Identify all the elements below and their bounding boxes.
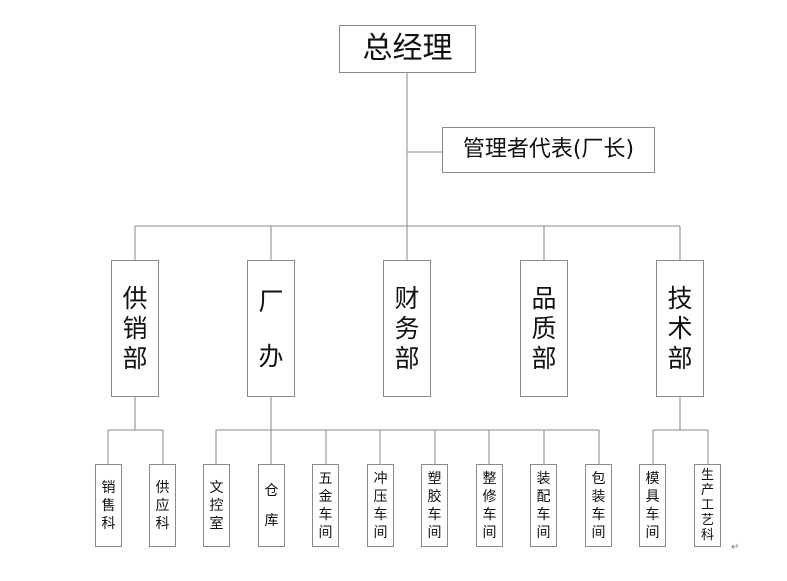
node-section-supply-office-label-char: 科 — [155, 515, 170, 532]
node-section-stamping-workshop-label-char: 车 — [373, 506, 388, 523]
node-dept-plant-office: 厂办 — [247, 260, 295, 397]
node-section-finishing-workshop-label-char: 整 — [482, 470, 497, 487]
node-section-mold-workshop: 模具车间 — [639, 464, 666, 547]
node-section-warehouse-label-char: 仓 — [264, 482, 279, 499]
node-dept-sales-label-char: 部 — [122, 344, 148, 373]
node-section-finishing-workshop-label-char: 间 — [482, 524, 497, 541]
node-section-warehouse: 仓库 — [258, 464, 285, 547]
node-section-process-office: 生产工艺科 — [694, 464, 721, 547]
node-section-supply-office: 供应科 — [149, 464, 176, 547]
node-section-assembly-workshop-label-char: 间 — [536, 524, 551, 541]
node-section-hardware-workshop: 五金车间 — [312, 464, 339, 547]
node-section-hardware-workshop-label-char: 间 — [318, 524, 333, 541]
node-section-supply-office-label-char: 应 — [155, 497, 170, 514]
node-section-finishing-workshop-label-char: 车 — [482, 506, 497, 523]
node-section-packaging-workshop: 包装车间 — [585, 464, 612, 547]
node-section-assembly-workshop-label-char: 配 — [536, 488, 551, 505]
node-section-sales-office: 销售科 — [95, 464, 122, 547]
node-section-hardware-workshop-label-char: 五 — [318, 470, 333, 487]
node-section-sales-office-label-char: 销 — [101, 479, 116, 496]
node-section-finishing-workshop-label-char: 修 — [482, 488, 497, 505]
node-section-mold-workshop-label-char: 具 — [645, 488, 660, 505]
node-section-document-control-label-char: 文 — [209, 479, 224, 496]
node-dept-quality: 品质部 — [520, 260, 568, 397]
node-section-assembly-workshop: 装配车间 — [530, 464, 557, 547]
node-dept-tech: 技术部 — [656, 260, 704, 397]
node-general-manager-label: 总经理 — [362, 31, 453, 66]
node-dept-quality-label-char: 部 — [531, 344, 557, 373]
node-section-process-office-label-char: 工 — [700, 498, 714, 513]
node-dept-tech-label-char: 部 — [667, 344, 693, 373]
node-dept-finance-label-char: 财 — [394, 284, 420, 313]
node-section-packaging-workshop-label-char: 间 — [591, 524, 606, 541]
node-section-process-office-label-char: 科 — [700, 528, 714, 543]
node-section-stamping-workshop: 冲压车间 — [367, 464, 394, 547]
node-section-hardware-workshop-label-char: 金 — [318, 488, 333, 505]
node-section-plastic-workshop-label-char: 塑 — [427, 470, 442, 487]
node-section-sales-office-label-char: 售 — [101, 497, 116, 514]
node-dept-tech-label-char: 技 — [667, 284, 693, 313]
node-section-mold-workshop-label-char: 车 — [645, 506, 660, 523]
node-section-finishing-workshop: 整修车间 — [476, 464, 503, 547]
node-section-packaging-workshop-label-char: 车 — [591, 506, 606, 523]
node-management-representative: 管理者代表(厂长) — [442, 127, 655, 173]
node-dept-quality-label-char: 品 — [531, 284, 557, 313]
node-section-stamping-workshop-label-char: 压 — [373, 488, 388, 505]
node-section-document-control-label-char: 室 — [209, 515, 224, 532]
node-dept-finance-label-char: 部 — [394, 344, 420, 373]
node-management-representative-label: 管理者代表(厂长) — [462, 137, 635, 162]
node-section-document-control: 文控室 — [203, 464, 230, 547]
node-general-manager: 总经理 — [339, 25, 476, 73]
node-section-plastic-workshop: 塑胶车间 — [421, 464, 448, 547]
node-section-process-office-label-char: 艺 — [700, 513, 714, 528]
node-section-packaging-workshop-label-char: 包 — [591, 470, 606, 487]
node-section-document-control-label-char: 控 — [209, 497, 224, 514]
node-section-sales-office-label-char: 科 — [101, 515, 116, 532]
node-dept-finance-label-char: 务 — [394, 314, 420, 343]
node-section-supply-office-label-char: 供 — [155, 479, 170, 496]
node-dept-sales-label-char: 供 — [122, 284, 148, 313]
node-section-process-office-label-char: 产 — [700, 483, 714, 498]
node-dept-quality-label-char: 质 — [531, 314, 557, 343]
node-section-assembly-workshop-label-char: 车 — [536, 506, 551, 523]
node-section-packaging-workshop-label-char: 装 — [591, 488, 606, 505]
node-section-warehouse-label-char: 库 — [264, 512, 279, 529]
node-section-process-office-label-char: 生 — [700, 468, 714, 483]
node-dept-plant-office-label-char: 办 — [258, 341, 284, 371]
node-section-stamping-workshop-label-char: 冲 — [373, 470, 388, 487]
node-section-stamping-workshop-label-char: 间 — [373, 524, 388, 541]
node-dept-sales-label-char: 销 — [122, 314, 148, 343]
node-section-plastic-workshop-label-char: 车 — [427, 506, 442, 523]
node-section-assembly-workshop-label-char: 装 — [536, 470, 551, 487]
node-dept-finance: 财务部 — [383, 260, 431, 397]
node-dept-plant-office-label-char: 厂 — [258, 286, 284, 316]
node-section-mold-workshop-label-char: 模 — [645, 470, 660, 487]
node-section-plastic-workshop-label-char: 间 — [427, 524, 442, 541]
node-section-hardware-workshop-label-char: 车 — [318, 506, 333, 523]
node-section-mold-workshop-label-char: 间 — [645, 524, 660, 541]
node-dept-sales: 供销部 — [111, 260, 159, 397]
node-dept-tech-label-char: 术 — [667, 314, 693, 343]
node-section-plastic-workshop-label-char: 胶 — [427, 488, 442, 505]
paragraph-mark: ↵ — [731, 542, 740, 553]
